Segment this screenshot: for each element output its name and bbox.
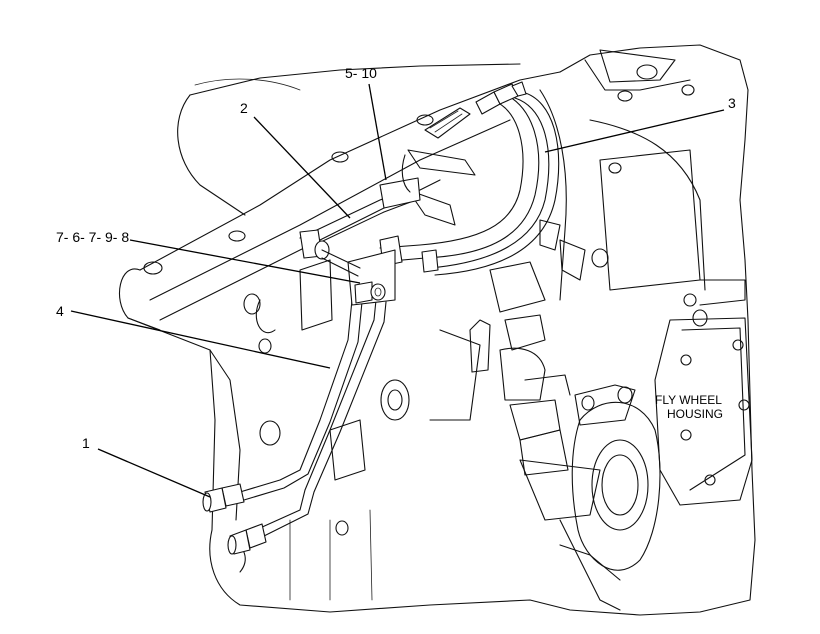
flywheel-housing	[559, 317, 753, 611]
center-components	[429, 219, 636, 521]
leader-2	[253, 116, 351, 219]
bolt-assembly	[299, 149, 476, 277]
engine-block	[119, 63, 756, 616]
hose-assembly	[379, 81, 560, 276]
callout-2: 2	[240, 100, 248, 116]
leader-7-6-7-9-8	[129, 239, 361, 284]
leader-3	[544, 109, 725, 153]
callout-5-10: 5- 10	[345, 65, 377, 81]
flywheel-housing-label-line1: FLY WHEEL	[655, 393, 722, 407]
leader-1	[97, 448, 211, 498]
cylinder-head	[539, 44, 749, 327]
leader-4	[70, 310, 331, 369]
callout-4: 4	[56, 303, 64, 319]
callout-3: 3	[728, 95, 736, 111]
callout-7-6-7-9-8: 7- 6- 7- 9- 8	[56, 229, 129, 245]
leader-lines	[70, 83, 725, 498]
callout-1: 1	[82, 435, 90, 451]
tube-assemblies	[202, 249, 396, 555]
leader-5-10	[368, 83, 387, 181]
flywheel-housing-label-line2: HOUSING	[667, 407, 723, 421]
